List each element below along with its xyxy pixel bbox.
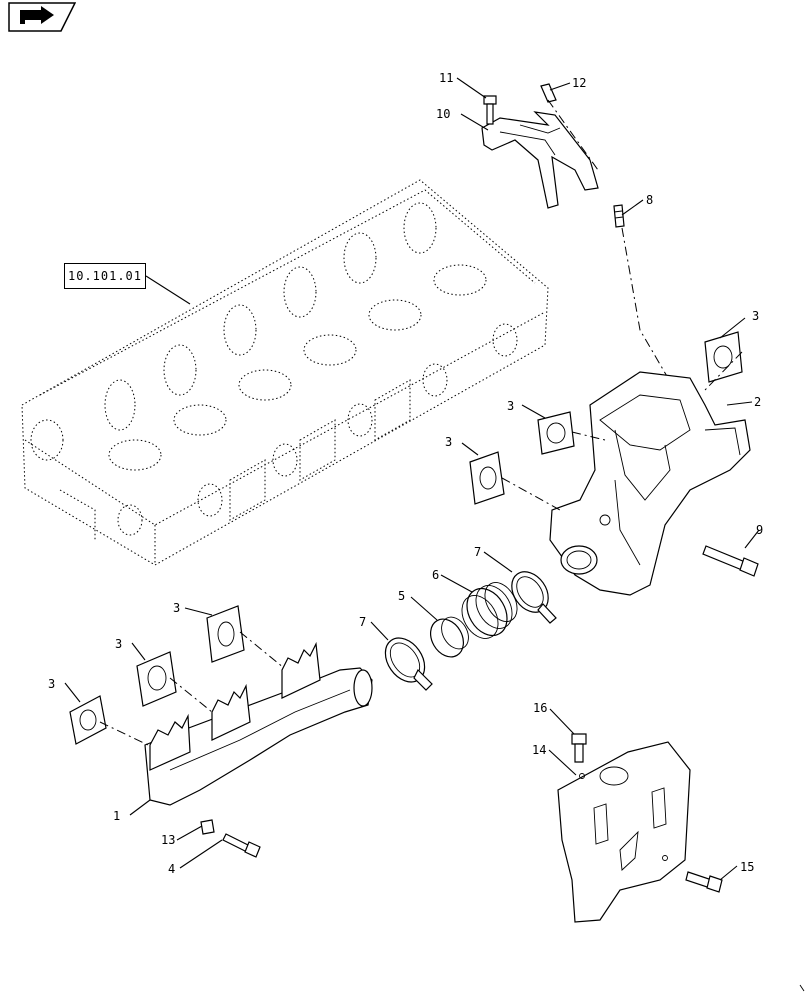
exhaust-manifold-part-1 xyxy=(144,641,373,806)
callout-3-f[interactable]: 3 xyxy=(752,309,759,323)
bolt-part-4 xyxy=(222,833,261,858)
callout-leaders xyxy=(64,77,760,881)
callout-11[interactable]: 11 xyxy=(439,71,453,85)
gasket-part-3-d xyxy=(469,451,505,505)
gasket-part-3-a xyxy=(69,695,107,745)
bolt-part-9 xyxy=(702,545,759,577)
assembly-centerline xyxy=(547,99,669,379)
callout-7-left[interactable]: 7 xyxy=(359,615,366,629)
exhaust-elbow-part-2 xyxy=(549,371,751,596)
clamp-part-7-right xyxy=(511,571,557,624)
callout-2[interactable]: 2 xyxy=(754,395,761,409)
callout-labels: 1 2 3 3 3 3 3 3 4 5 6 7 7 8 9 10 11 12 1… xyxy=(48,71,763,876)
gasket-centerlines xyxy=(99,351,743,746)
pin-part-12 xyxy=(540,83,557,103)
ring-part-5 xyxy=(430,616,469,658)
callout-6[interactable]: 6 xyxy=(432,568,439,582)
clamp-part-7-left xyxy=(384,637,433,691)
callout-9[interactable]: 9 xyxy=(756,523,763,537)
corner-mark xyxy=(799,984,805,992)
callout-12[interactable]: 12 xyxy=(572,76,586,90)
screw-part-11 xyxy=(483,95,497,125)
arrow-right-icon xyxy=(8,2,77,32)
next-page-button[interactable] xyxy=(8,2,77,32)
bellows-part-6 xyxy=(461,582,518,639)
bolt-part-16 xyxy=(571,733,587,763)
spacer-part-13 xyxy=(200,819,215,835)
gasket-part-3-e xyxy=(537,411,575,455)
gasket-part-3-b xyxy=(136,651,177,707)
bracket-part-10 xyxy=(481,111,599,209)
heat-shield-part-14 xyxy=(557,741,691,923)
reference-link-10-101-01[interactable]: 10.101.01 xyxy=(64,263,146,289)
callout-3-e[interactable]: 3 xyxy=(507,399,514,413)
callout-5[interactable]: 5 xyxy=(398,589,405,603)
cylinder-head-reference xyxy=(21,179,549,566)
callout-7-right[interactable]: 7 xyxy=(474,545,481,559)
callout-16[interactable]: 16 xyxy=(533,701,547,715)
bolt-part-15 xyxy=(685,871,723,893)
callout-3-b[interactable]: 3 xyxy=(115,637,122,651)
callout-3-d[interactable]: 3 xyxy=(445,435,452,449)
gasket-part-3-c xyxy=(206,605,245,663)
callout-3-c[interactable]: 3 xyxy=(173,601,180,615)
callout-15[interactable]: 15 xyxy=(740,860,754,874)
callout-14[interactable]: 14 xyxy=(532,743,546,757)
callout-8[interactable]: 8 xyxy=(646,193,653,207)
callout-4[interactable]: 4 xyxy=(168,862,175,876)
leader-reference xyxy=(145,275,191,305)
callout-3-a[interactable]: 3 xyxy=(48,677,55,691)
callout-13[interactable]: 13 xyxy=(161,833,175,847)
gasket-part-3-f xyxy=(704,331,743,383)
callout-10[interactable]: 10 xyxy=(436,107,450,121)
stud-part-8 xyxy=(613,204,625,228)
callout-1[interactable]: 1 xyxy=(113,809,120,823)
